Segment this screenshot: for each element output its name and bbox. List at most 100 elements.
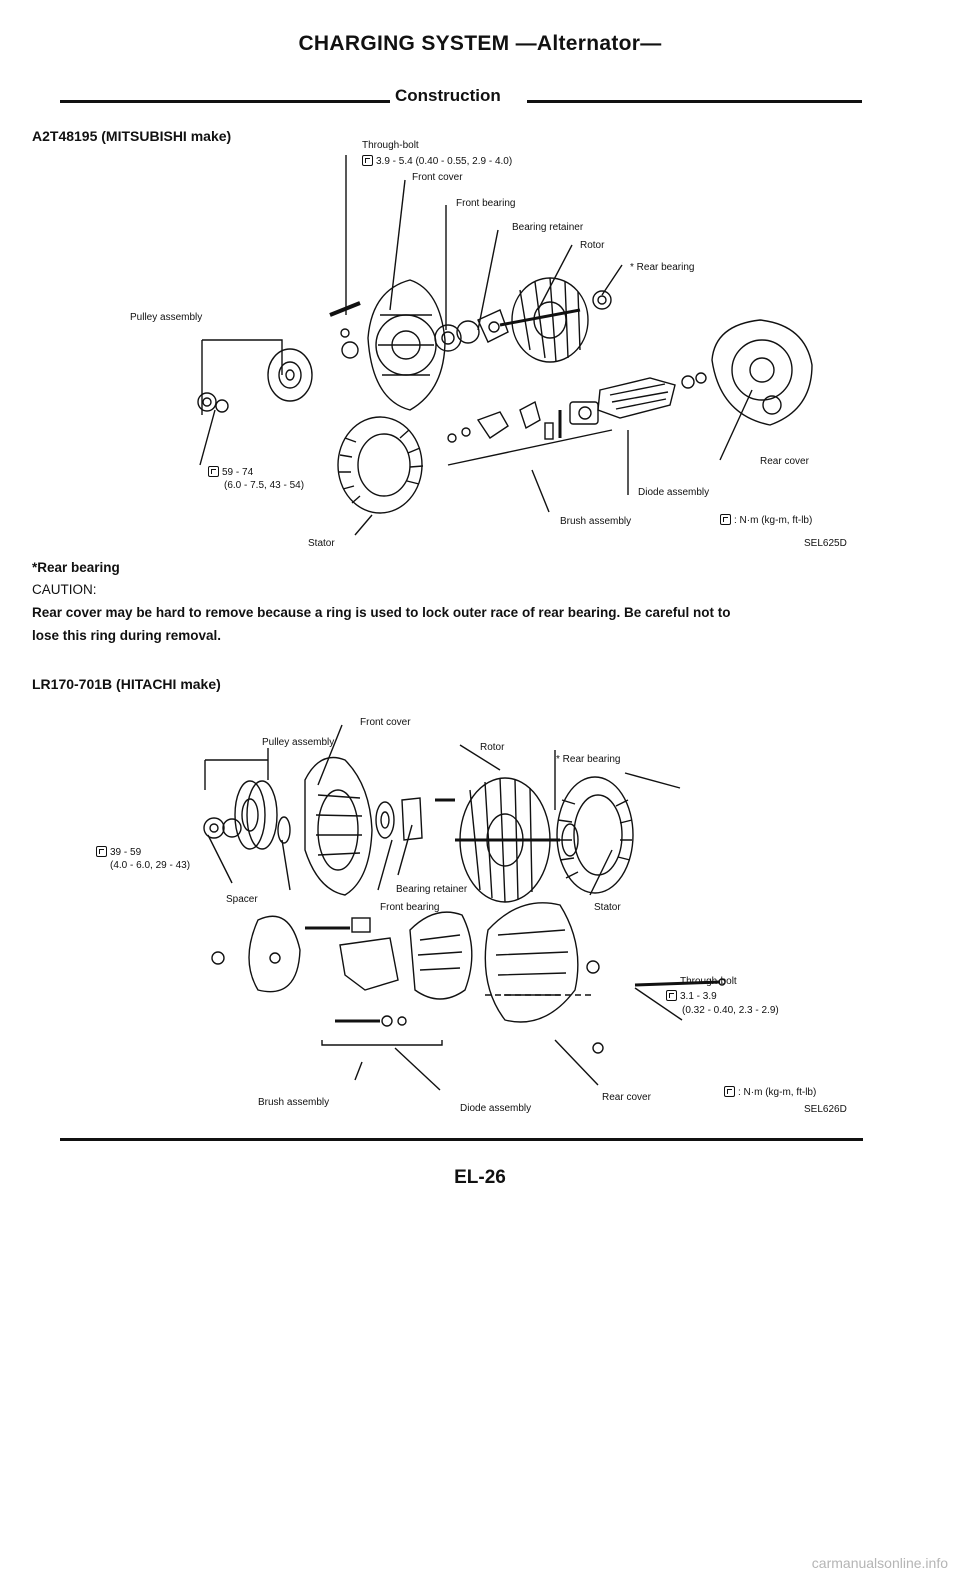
pulley-torque-value: 59 - 74 <box>222 467 254 478</box>
label-through-bolt: Through-bolt <box>680 976 737 987</box>
leader-brush-bracket <box>321 1040 443 1046</box>
label-pulley-assembly: Pulley assembly <box>130 312 203 323</box>
label-diode-assembly: Diode assembly <box>460 1103 532 1114</box>
leader-rotor <box>537 244 573 311</box>
label-front-cover: Front cover <box>360 717 411 728</box>
through-bolt-part <box>329 301 361 317</box>
watermark: carmanualsonline.info <box>811 1555 948 1571</box>
through-bolt-torque-value: 3.9 - 5.4 (0.40 - 0.55, 2.9 - 4.0) <box>376 156 513 167</box>
leader-brush-assembly <box>354 1061 363 1081</box>
mitsubishi-unit-legend: : N·m (kg-m, ft-lb) <box>720 514 812 526</box>
leader-rotor <box>459 744 501 771</box>
leader-rear-cover <box>554 1039 599 1086</box>
front-bearing-part <box>434 324 462 352</box>
leader-diode-assembly <box>394 1047 441 1091</box>
leader-spacer <box>281 839 291 891</box>
label-through-bolt-torque: 3.1 - 3.9 <box>666 990 717 1002</box>
stator-part <box>337 416 423 514</box>
label-pulley-torque-units: (6.0 - 7.5, 43 - 54) <box>224 480 305 491</box>
label-spacer: Spacer <box>226 894 258 905</box>
pulley-nut <box>203 817 225 839</box>
leader-stator <box>354 514 373 536</box>
label-stator: Stator <box>594 902 621 913</box>
bearing-retainer-part <box>401 797 423 841</box>
lower-nut-part <box>211 951 225 965</box>
brush-cap-part <box>351 917 371 933</box>
label-through-bolt-torque: 3.9 - 5.4 (0.40 - 0.55, 2.9 - 4.0) <box>362 155 512 167</box>
hitachi-model-heading: LR170-701B (HITACHI make) <box>32 676 221 692</box>
label-front-cover: Front cover <box>412 172 463 183</box>
mitsubishi-exploded-diagram <box>197 155 813 536</box>
insulator-plate-part <box>248 915 301 993</box>
caution-line-1: Rear cover may be hard to remove because… <box>32 605 731 620</box>
hitachi-exploded-diagram <box>203 724 726 1091</box>
page-number: EL-26 <box>454 1167 506 1188</box>
stator-part <box>556 776 634 894</box>
leader-front-bearing <box>377 839 393 891</box>
label-pulley-assembly: Pulley assembly <box>262 737 335 748</box>
label-rear-bearing: * Rear bearing <box>630 262 695 273</box>
torque-wrench-icon <box>720 514 731 525</box>
leader-rear-cover <box>719 389 753 461</box>
label-brush-assembly: Brush assembly <box>258 1097 330 1108</box>
label-through-bolt: Through-bolt <box>362 140 419 151</box>
torque-wrench-icon <box>362 155 373 166</box>
front-cover-part <box>304 756 373 896</box>
pulley-torque-value: 39 - 59 <box>110 847 142 858</box>
torque-wrench-icon <box>666 990 677 1001</box>
leader-brush-assembly <box>447 429 613 466</box>
leader-front-cover <box>317 724 343 786</box>
front-cover-part <box>367 279 446 411</box>
pulley-nut <box>197 392 217 412</box>
label-pulley-torque-units: (4.0 - 6.0, 29 - 43) <box>110 860 191 871</box>
footer-rule <box>60 1138 863 1141</box>
rear-bearing-part <box>592 290 612 310</box>
caution-label: CAUTION: <box>32 582 97 597</box>
pulley <box>234 780 266 850</box>
screw-part <box>447 433 457 443</box>
caution-line-2: lose this ring during removal. <box>32 628 222 643</box>
leader-front-cover <box>389 179 406 311</box>
front-bearing-part <box>375 801 395 839</box>
label-pulley-torque: 39 - 59 <box>96 846 141 858</box>
leader-bearing-retainer <box>477 229 499 331</box>
leader-stator <box>589 849 613 896</box>
page-title: CHARGING SYSTEM —Alternator— <box>298 32 662 55</box>
mitsubishi-figure-code: SEL625D <box>804 538 847 549</box>
unit-legend-text: : N·m (kg-m, ft-lb) <box>738 1087 817 1098</box>
torque-wrench-icon <box>96 846 107 857</box>
leader-pulley-torque <box>207 834 233 884</box>
note-heading: *Rear bearing <box>32 560 120 575</box>
label-stator: Stator <box>308 538 335 549</box>
bearing-retainer-part <box>477 309 509 343</box>
through-bolt-part <box>634 980 721 987</box>
pulley <box>267 348 313 402</box>
rear-cover-part <box>711 319 813 426</box>
label-brush-assembly: Brush assembly <box>560 516 632 527</box>
subtitle-rule-left <box>60 100 390 103</box>
section-subtitle: Construction <box>395 86 501 105</box>
label-through-bolt-torque-units: (0.32 - 0.40, 2.3 - 2.9) <box>682 1005 779 1016</box>
hitachi-unit-legend: : N·m (kg-m, ft-lb) <box>724 1086 816 1098</box>
label-rear-cover: Rear cover <box>602 1092 651 1103</box>
spacer-part <box>277 816 291 844</box>
mitsubishi-model-heading: A2T48195 (MITSUBISHI make) <box>32 128 232 144</box>
subtitle-rule-right <box>527 100 862 103</box>
label-bearing-retainer: Bearing retainer <box>396 884 468 895</box>
leader-pulley-assembly <box>202 339 283 375</box>
rear-cover-part <box>484 902 579 1023</box>
leader-bearing-retainer <box>397 824 413 876</box>
diode-assembly-part <box>597 377 676 419</box>
label-rear-cover: Rear cover <box>760 456 809 467</box>
label-rotor: Rotor <box>580 240 605 251</box>
diode-assembly-part <box>409 911 473 1000</box>
label-front-bearing: Front bearing <box>456 198 516 209</box>
leader-rear-bearing <box>601 264 623 296</box>
label-rotor: Rotor <box>480 742 505 753</box>
label-diode-assembly: Diode assembly <box>638 487 710 498</box>
torque-wrench-icon <box>208 466 219 477</box>
torque-wrench-icon <box>724 1086 735 1097</box>
unit-legend-text: : N·m (kg-m, ft-lb) <box>734 515 813 526</box>
leader-through-bolt <box>634 987 683 1021</box>
brush-holder-part <box>476 411 509 439</box>
